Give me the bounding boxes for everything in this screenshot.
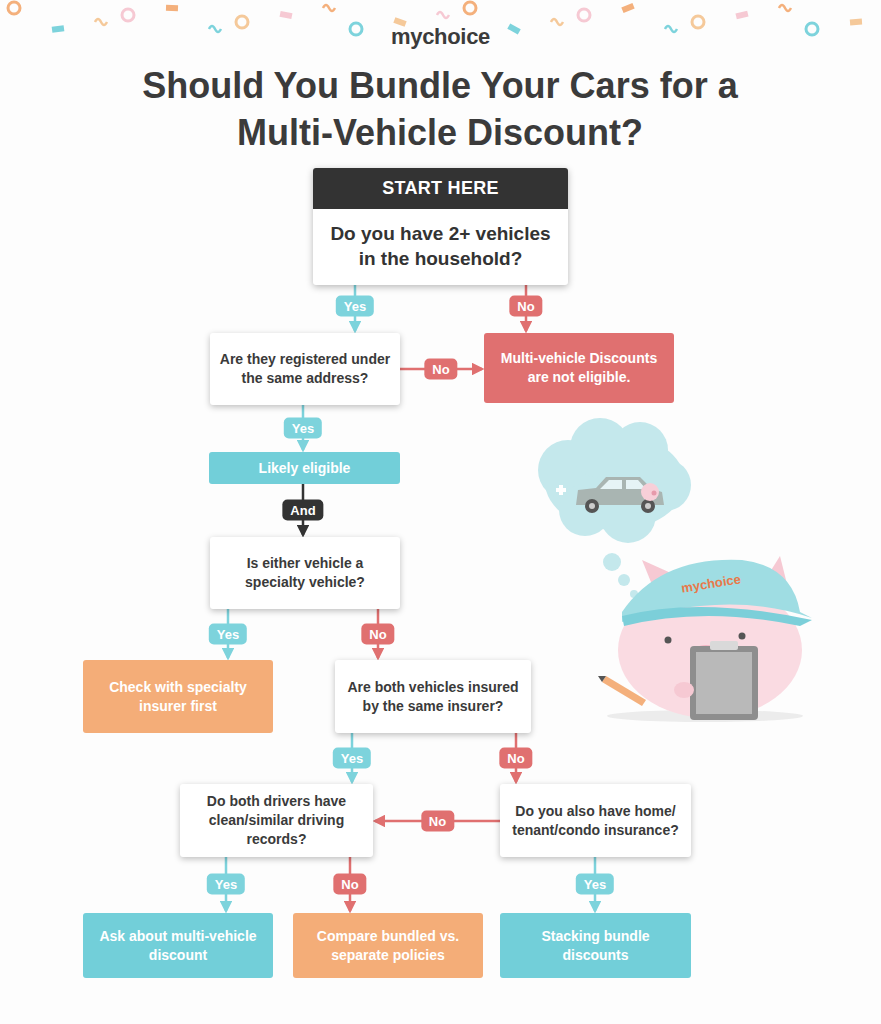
decision-box: Do you also have home/ tenant/condo insu… [500,784,691,857]
edge-label: Yes [333,747,371,768]
box-text: Do both drivers have clean/similar drivi… [180,784,373,857]
decision-box: Are both vehicles insured by the same in… [335,660,531,733]
edge-label: No [499,747,532,768]
edge-label: Yes [209,623,247,644]
edge-label: Yes [576,874,614,895]
edge-label: No [361,623,394,644]
edge-label: No [333,874,366,895]
thought-cloud [538,418,691,598]
result-box: Compare bundled vs. separate policies [293,913,483,978]
box-text: Compare bundled vs. separate policies [293,919,483,973]
start-box: START HEREDo you have 2+ vehicles in the… [313,168,568,285]
title: Should You Bundle Your Cars for a Multi-… [110,62,770,156]
box-text: Ask about multi-vehicle discount [83,919,273,973]
box-text: Are they registered under the same addre… [210,342,400,396]
header-text: START HERE [313,168,568,209]
end-box: Multi-vehicle Discounts are not eligible… [484,333,674,403]
box-text: Do you have 2+ vehicles in the household… [313,209,568,285]
box-text: Multi-vehicle Discounts are not eligible… [484,341,674,395]
edge-label: And [282,499,323,520]
edge-label: No [424,359,457,380]
edge-label: Yes [207,874,245,895]
decision-box: Do both drivers have clean/similar drivi… [180,784,373,857]
car-icon [556,477,664,513]
box-text: Is either vehicle a specialty vehicle? [210,546,400,600]
brand-logo: mychoice [0,24,881,50]
edge-label: Yes [336,296,374,317]
edge-label: Yes [284,417,322,438]
status-box: Likely eligible [209,452,400,484]
box-text: Likely eligible [209,453,400,484]
box-text: Are both vehicles insured by the same in… [335,670,531,724]
decision-box: Is either vehicle a specialty vehicle? [210,537,400,609]
result-box: Ask about multi-vehicle discount [83,913,273,978]
action-box: Check with specialty insurer first [83,660,273,733]
edge-label: No [421,811,454,832]
box-text: Stacking bundle discounts [500,919,691,973]
result-box: Stacking bundle discounts [500,913,691,978]
box-text: Do you also have home/ tenant/condo insu… [500,794,691,848]
box-text: Check with specialty insurer first [83,670,273,724]
edge-label: No [509,296,542,317]
decision-box: Are they registered under the same addre… [210,333,400,405]
pig-mascot [598,556,812,722]
